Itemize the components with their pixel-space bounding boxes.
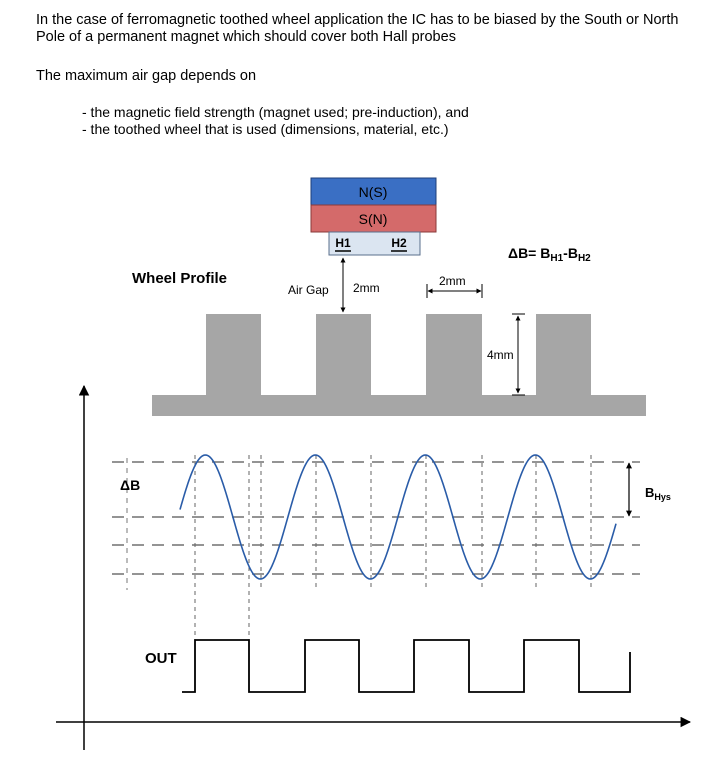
out-label: OUT	[145, 650, 177, 667]
delta-b-sine-wave	[179, 454, 617, 580]
intro-text: In the case of ferromagnetic toothed whe…	[36, 12, 679, 45]
hall-probe-h1: H1	[335, 236, 351, 250]
hall-probe-h2: H2	[391, 236, 407, 250]
tooth-edge-guides	[194, 455, 592, 640]
delta-b-formula: ΔB= BH1-BH2	[508, 245, 591, 264]
wheel-profile-label: Wheel Profile	[132, 270, 227, 287]
delta-b-label: ΔB	[120, 477, 140, 493]
bullet-item-field-strength: - the magnetic field strength (magnet us…	[82, 104, 469, 120]
out-square-wave	[182, 639, 631, 693]
magnet-south	[310, 204, 437, 233]
max-air-gap-text: The maximum air gap depends on	[36, 68, 257, 84]
pitch-dimension-label: 2mm	[439, 274, 466, 288]
intro-paragraph: In the case of ferromagnetic toothed whe…	[36, 12, 706, 46]
magnet-north-label: N(S)	[359, 184, 388, 200]
magnet-south-label: S(N)	[359, 211, 388, 227]
air-gap-label: Air Gap	[288, 283, 329, 297]
tooth-height-label: 4mm	[487, 348, 514, 362]
air-gap-value: 2mm	[353, 281, 380, 295]
bhys-label: BHys	[645, 485, 671, 502]
toothed-wheel	[152, 314, 646, 416]
bullet-list: - the magnetic field strength (magnet us…	[82, 104, 469, 138]
hall-ic	[328, 231, 421, 256]
bullet-item-wheel: - the toothed wheel that is used (dimens…	[82, 121, 449, 137]
